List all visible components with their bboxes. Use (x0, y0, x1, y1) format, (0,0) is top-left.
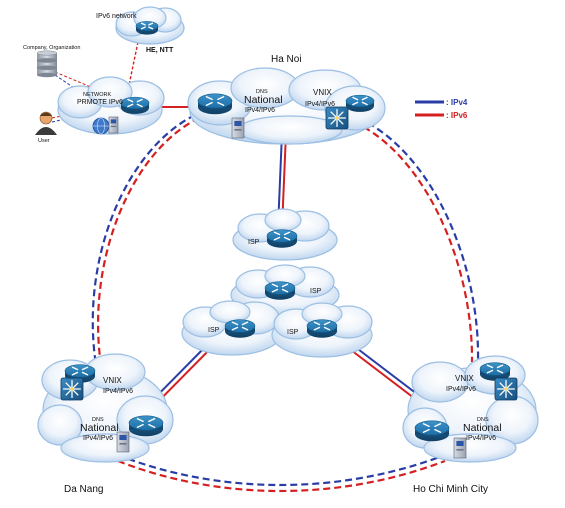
isp-right-router-icon (306, 319, 338, 338)
hanoi-vnix-router-icon (345, 94, 375, 112)
hcm-vnix-router-icon (479, 362, 511, 381)
danang-vnix-sublabel: IPv4/IPv6 (103, 388, 133, 395)
link-danang-hcm-ipv6 (117, 459, 446, 493)
link-hanoi-hcm-ipv4 (357, 116, 480, 363)
hanoi-city-label: Ha Noi (271, 54, 302, 65)
user-label: User (38, 138, 50, 144)
danang-dns-label: DNS (92, 417, 104, 423)
hanoi-router-icon (197, 93, 233, 115)
danang-dns-title: National (80, 422, 119, 434)
cloud-danang (37, 353, 174, 463)
danang-city-label: Da Nang (64, 484, 103, 495)
isp-left-label: ISP (208, 327, 220, 334)
danang-dns-server-icon (116, 431, 130, 453)
hanoi-dns-server-icon (231, 117, 245, 139)
hcm-dns-sublabel: IPv4/IPv6 (466, 435, 496, 442)
user-icon (35, 111, 57, 135)
hcm-dns-router-icon (414, 420, 450, 442)
hanoi-vnix-switch-icon (325, 106, 349, 130)
danang-vnix-label: VNIX (103, 376, 122, 385)
hanoi-dns-title: National (244, 94, 283, 106)
promote-label: NETWORK (83, 92, 111, 98)
promote-router-icon (120, 96, 150, 114)
company-label: Company, Organization (23, 45, 80, 51)
isp-top-router-icon (266, 229, 298, 248)
globe-icon (92, 117, 110, 135)
hcm-vnix-switch-icon (494, 377, 518, 401)
hcm-dns-server-icon (453, 437, 467, 459)
hcm-dns-title: National (463, 422, 502, 434)
hanoi-vnix-sublabel: IPv4/IPv6 (305, 101, 335, 108)
isp-left-router-icon (224, 319, 256, 338)
hanoi-dns-label: DNS (256, 89, 268, 95)
he-ntt-label: HE, NTT (146, 47, 174, 54)
isp-right-label: ISP (287, 329, 299, 336)
labels: IPv6 network HE, NTT Company, Organizati… (23, 13, 502, 495)
hcm-vnix-sublabel: IPv4/IPv6 (446, 386, 476, 393)
cloud-isp-right (271, 302, 373, 358)
company-database-icon (36, 50, 58, 78)
cloud-isp-left (181, 300, 283, 356)
danang-vnix-switch-icon (60, 377, 84, 401)
promote-server-icon (108, 116, 119, 134)
isp-top-label: ISP (248, 239, 260, 246)
hanoi-vnix-label: VNIX (313, 88, 332, 97)
ipv6-network-label: IPv6 network (96, 13, 137, 20)
link-danang-hcm-ipv4 (117, 453, 446, 487)
devices (35, 21, 518, 459)
link-hanoi-danang-ipv4 (91, 114, 196, 366)
danang-dns-sublabel: IPv4/IPv6 (83, 435, 113, 442)
hcm-dns-label: DNS (477, 417, 489, 423)
isp-mid-label: ISP (310, 288, 322, 295)
isp-mid-router-icon (264, 281, 296, 300)
danang-dns-router-icon (128, 415, 164, 437)
cloud-ipv6-network (115, 6, 185, 45)
hcm-vnix-label: VNIX (455, 374, 474, 383)
hcm-city-label: Ho Chi Minh City (413, 484, 488, 495)
cloud-hcm (402, 355, 539, 463)
promote-sublabel: PRMOTE IPv6 (77, 99, 123, 106)
legend-ipv4-label: : IPv4 (446, 98, 468, 107)
ipv6-network-router-icon (135, 21, 159, 35)
legend: : IPv4 : IPv6 (415, 98, 468, 120)
legend-ipv6-label: : IPv6 (446, 111, 468, 120)
clouds (37, 6, 539, 463)
hanoi-dns-sublabel: IPv4/IPv6 (245, 107, 275, 114)
